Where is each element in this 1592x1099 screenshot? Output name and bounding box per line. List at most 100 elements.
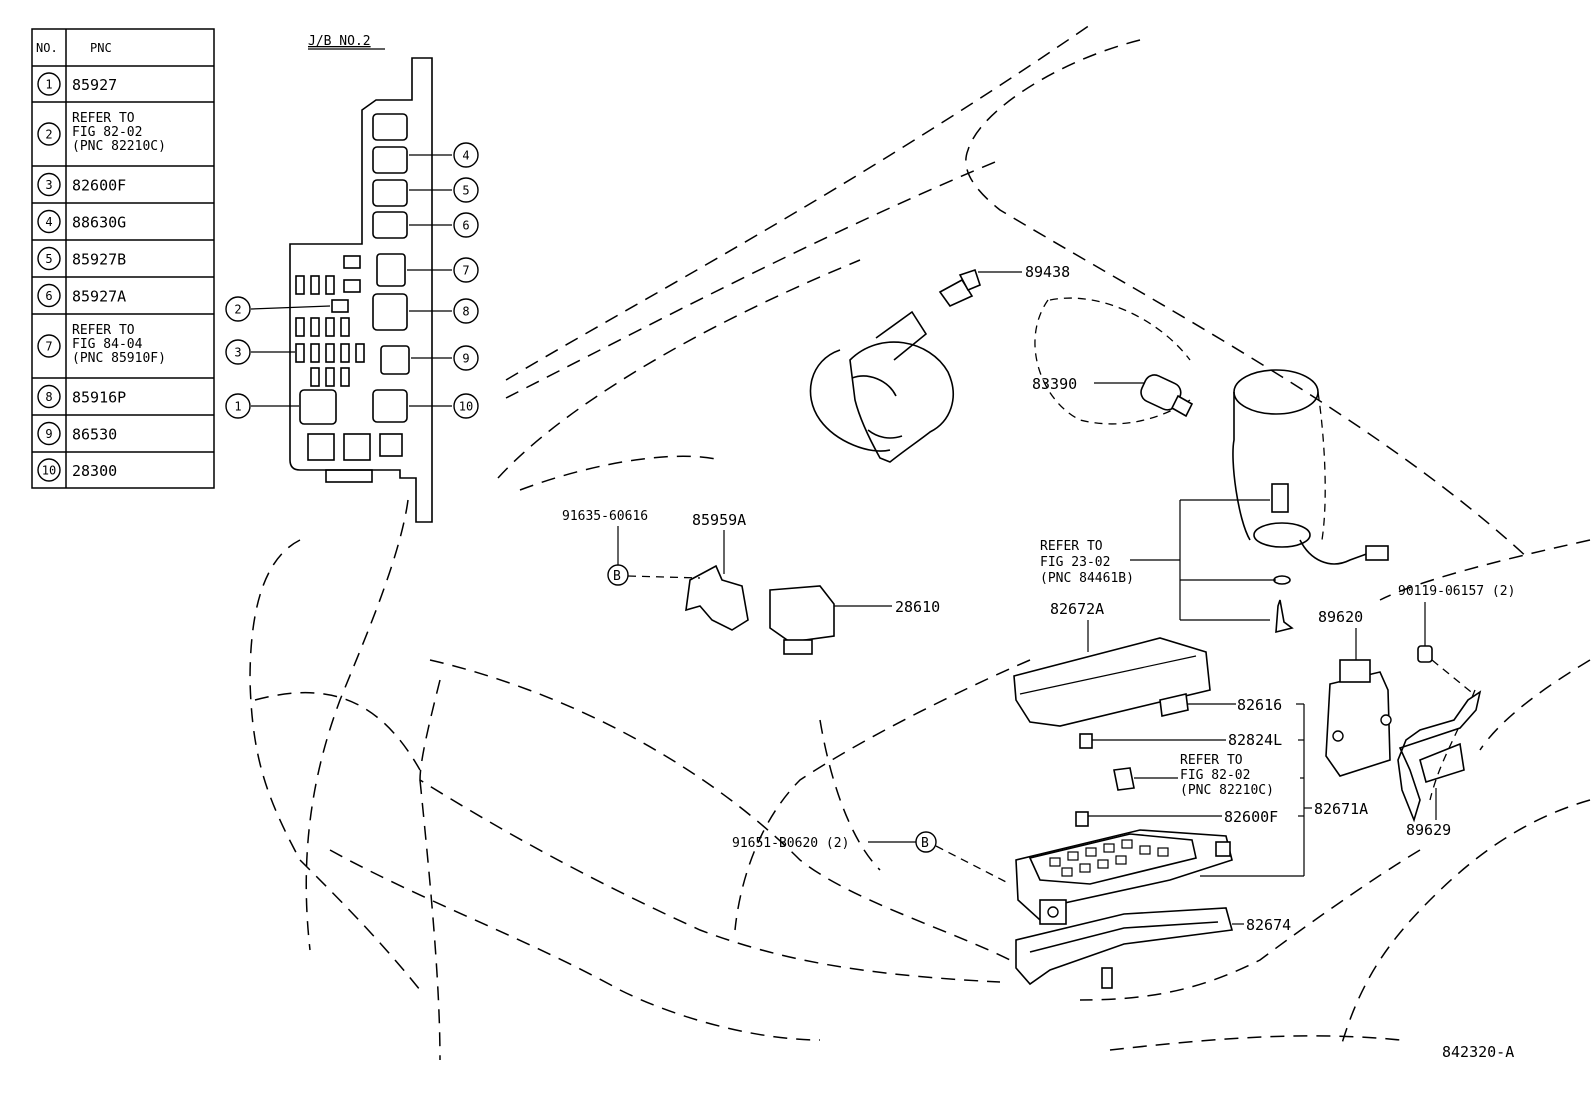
legend-row-pnc: 82600F: [72, 177, 126, 195]
label-91651-B0620: 91651-B0620 (2): [732, 836, 849, 851]
fuse-82824L: 82824L: [1079, 731, 1282, 749]
jb-callout-number: 10: [459, 400, 473, 414]
cover-82672A: 82672A: [1013, 600, 1211, 727]
fuse-82616: 82616: [1159, 693, 1282, 717]
label-89620: 89620: [1318, 608, 1363, 626]
sensor-89438: 89438: [938, 263, 1070, 308]
label-82674: 82674: [1246, 916, 1291, 934]
legend-row-number: 3: [45, 178, 52, 192]
legend-row-number-circle: [37, 72, 61, 96]
refer-82-line-2: FIG 82-02: [1180, 768, 1250, 783]
label-28610: 28610: [895, 598, 940, 616]
refer-23-line-2: FIG 23-02: [1040, 555, 1110, 570]
jb-callout-number: 5: [462, 184, 469, 198]
legend-row-number-circle: [37, 384, 61, 409]
lower-tray-82674: 82674: [1015, 907, 1291, 989]
jb-callout-circle: [225, 339, 251, 365]
jb-callout-number: 4: [462, 149, 469, 163]
jb-callout-circle: [453, 298, 479, 324]
sensor-83390: 83390: [1032, 297, 1194, 425]
label-82616: 82616: [1237, 696, 1282, 714]
refer-fig-82-02-part: REFER TO FIG 82-02 (PNC 82210C): [1113, 753, 1274, 798]
label-82671A: 82671A: [1314, 800, 1368, 818]
legend-row-number: 1: [45, 78, 52, 92]
legend-row-pnc: 28300: [72, 462, 117, 480]
legend-row-pnc-line: FIG 84-04: [72, 337, 143, 352]
refer-82-line-1: REFER TO: [1180, 753, 1243, 768]
legend-row-number: 8: [45, 390, 52, 404]
label-91635-60616: 91635-60616: [562, 509, 648, 524]
legend-row-pnc-line: REFER TO: [72, 111, 135, 126]
relay-28610: 28610: [769, 585, 940, 655]
legend-row-number: 5: [45, 252, 52, 266]
refer-23-line-1: REFER TO: [1040, 539, 1103, 554]
label-90119-06157: 90119-06157 (2): [1398, 584, 1515, 599]
legend-row-number-circle: [37, 334, 61, 358]
jb-callout-circle: [453, 345, 479, 371]
legend-row-pnc-line: (PNC 82210C): [72, 139, 166, 154]
jb-callout-number: 7: [462, 264, 469, 278]
jb-callout-number: 8: [462, 305, 469, 319]
jb-callout-circle: [453, 212, 479, 238]
jb-callout-number: 2: [234, 303, 241, 317]
legend-row-pnc: 85927: [72, 76, 117, 94]
legend-row-number: 6: [45, 289, 52, 303]
bolt-b-label-2: B: [921, 836, 929, 851]
figure-id: 842320-A: [1442, 1043, 1514, 1061]
bolt-b-label-1: B: [613, 569, 621, 584]
bracket-89629: 89629: [1397, 690, 1482, 839]
bolt-91651: B 91651-B0620 (2): [732, 831, 1011, 885]
legend-row-number-circle: [37, 172, 61, 197]
jb-title: J/B NO.2: [308, 34, 371, 49]
legend-row-number: 9: [45, 427, 52, 441]
jb-callout-number: 3: [234, 346, 241, 360]
label-82600F: 82600F: [1224, 808, 1278, 826]
refer-fig-23-02: REFER TO FIG 23-02 (PNC 84461B): [1040, 499, 1276, 621]
legend-row-number-circle: [37, 209, 61, 234]
legend-row-number: 7: [45, 340, 52, 354]
legend-row-pnc: 86530: [72, 426, 117, 444]
jb-callout-circle: [453, 393, 479, 419]
legend-header-pnc: PNC: [90, 41, 112, 55]
refer-82-line-3: (PNC 82210C): [1180, 783, 1274, 798]
legend-row-pnc: 88630G: [72, 214, 126, 232]
legend-row-number-circle: [37, 246, 61, 271]
label-89629: 89629: [1406, 821, 1451, 839]
legend-header-no: NO.: [36, 41, 58, 55]
label-82672A: 82672A: [1050, 600, 1104, 618]
jb-callout-circle: [453, 177, 479, 203]
assembly-82671A: 82671A: [1200, 703, 1368, 877]
legend-row-pnc-line: FIG 82-02: [72, 125, 142, 140]
junction-block-housing: [1015, 829, 1233, 925]
jb-callout-circle: [453, 257, 479, 283]
legend-row-pnc: 85927B: [72, 251, 126, 269]
legend-row-number-circle: [37, 283, 61, 308]
legend-row-number-circle: [37, 458, 61, 482]
jb-callout-circle: [225, 393, 251, 419]
label-89438: 89438: [1025, 263, 1070, 281]
refer-23-line-3: (PNC 84461B): [1040, 571, 1134, 586]
legend-row-number: 4: [45, 215, 52, 229]
jb-callout-circle: [225, 296, 251, 322]
relay-bracket-85959A: 85959A B 91635-60616: [562, 509, 749, 631]
reservoir-tank: [1232, 369, 1389, 634]
vehicle-body-outline: [249, 24, 1591, 1061]
legend-row-pnc: 85927A: [72, 288, 126, 306]
label-85959A: 85959A: [692, 511, 746, 529]
legend-row-number: 10: [42, 464, 56, 478]
legend-row-number: 2: [45, 128, 52, 142]
legend-row-pnc: 85916P: [72, 389, 126, 407]
jb-callout-circle: [453, 142, 479, 168]
legend-row-pnc-line: (PNC 85910F): [72, 351, 166, 366]
legend-row-number-circle: [37, 122, 61, 146]
junction-block-no2: J/B NO.2: [225, 34, 479, 523]
label-82824L: 82824L: [1228, 731, 1282, 749]
legend-row-number-circle: [37, 421, 61, 446]
jb-callout-number: 1: [234, 400, 241, 414]
jb-callout-number: 6: [462, 219, 469, 233]
label-83390: 83390: [1032, 375, 1077, 393]
legend-row-pnc-line: REFER TO: [72, 323, 135, 338]
module-89620: 89620: [1318, 608, 1392, 777]
